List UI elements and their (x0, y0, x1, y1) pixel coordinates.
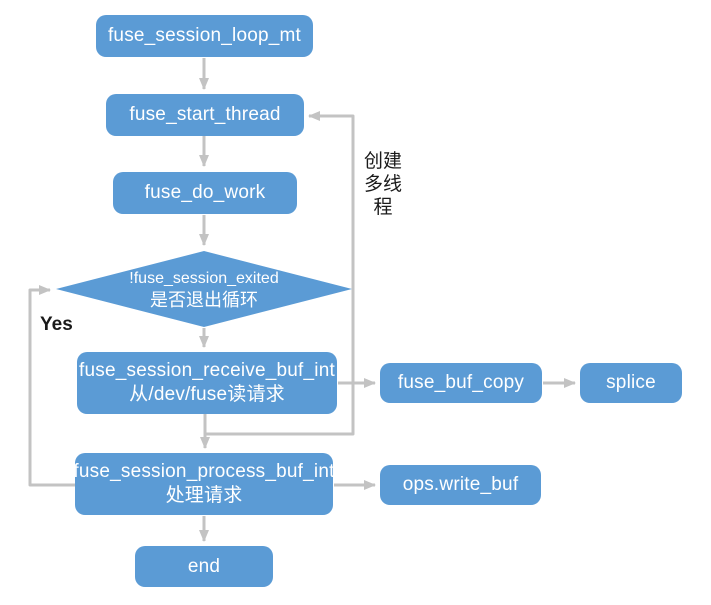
node-fuse-start-thread: fuse_start_thread (106, 94, 304, 136)
node-label: fuse_buf_copy (397, 372, 525, 393)
node-label: fuse_start_thread (129, 104, 281, 125)
node-label: fuse_session_receive_buf_int (79, 360, 335, 381)
node-label: fuse_session_process_buf_int (73, 461, 335, 482)
node-label: fuse_session_loop_mt (107, 25, 302, 46)
decision-condition: !fuse_session_exited (129, 269, 279, 287)
node-splice: splice (580, 363, 682, 403)
node-fuse-session-receive-buf-int: fuse_session_receive_buf_int 从/dev/fuse读… (77, 352, 337, 414)
node-label: ops.write_buf (402, 474, 519, 495)
edge-create-threads-loop (205, 111, 355, 436)
node-fuse-buf-copy: fuse_buf_copy (380, 363, 542, 403)
node-ops-write-buf: ops.write_buf (380, 465, 541, 505)
decision-question: 是否退出循环 (150, 289, 258, 310)
edge-yes-loop-to-decision (28, 285, 75, 487)
node-sublabel: 处理请求 (165, 485, 243, 506)
node-end: end (135, 546, 273, 587)
edge-label-yes: Yes (40, 314, 73, 335)
node-label: splice (606, 372, 656, 393)
node-sublabel: 从/dev/fuse读请求 (129, 384, 285, 405)
node-fuse-session-loop-mt: fuse_session_loop_mt (96, 15, 313, 57)
edge-label-create-threads: 创建多线程 (363, 151, 402, 218)
node-label: end (187, 555, 221, 577)
node-fuse-session-process-buf-int: fuse_session_process_buf_int 处理请求 (73, 453, 335, 515)
node-fuse-do-work: fuse_do_work (113, 172, 297, 214)
node-label: fuse_do_work (144, 182, 266, 203)
